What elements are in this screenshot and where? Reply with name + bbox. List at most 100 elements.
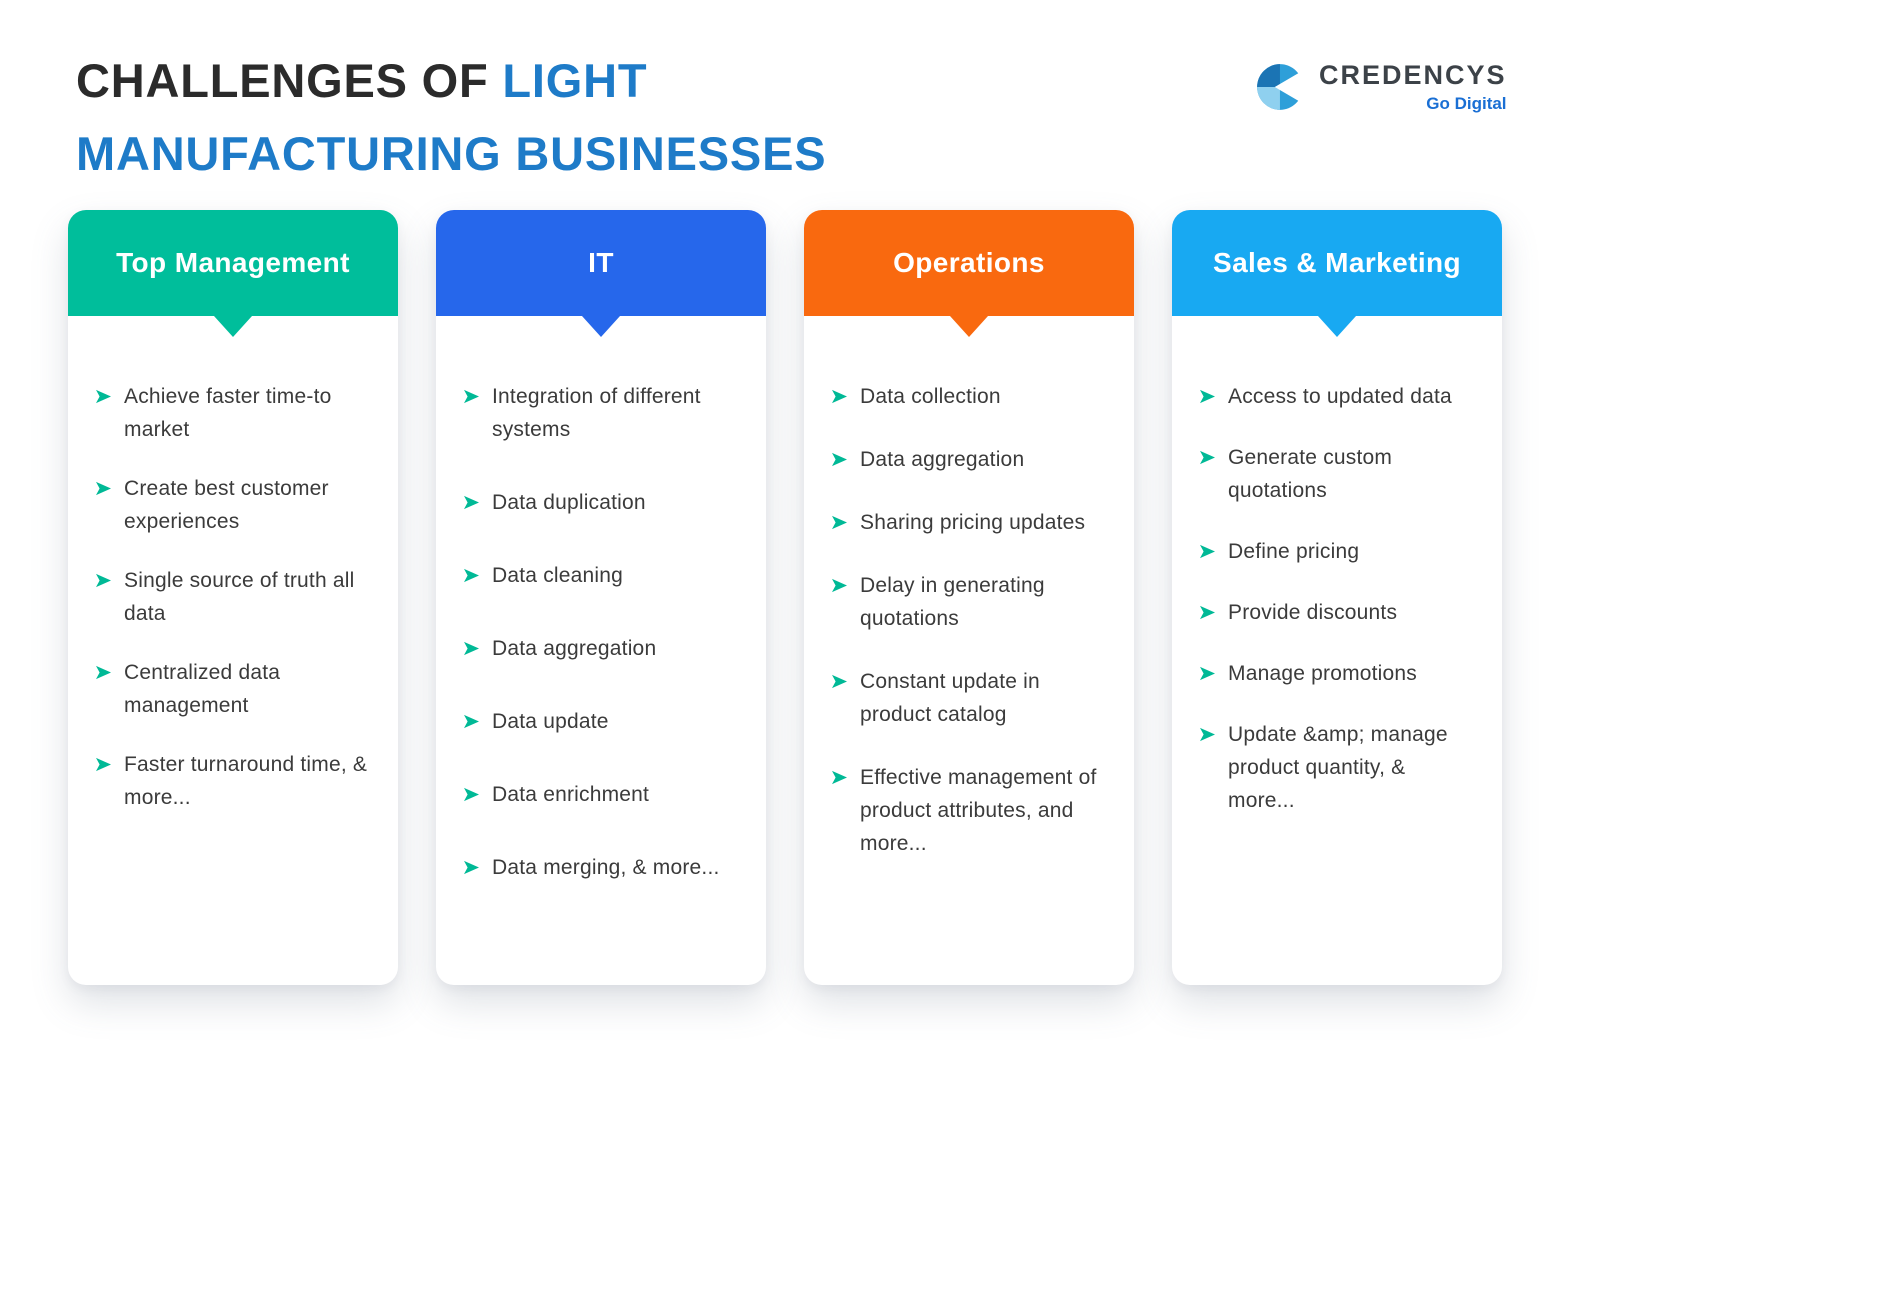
- arrow-bullet-icon: [1200, 544, 1215, 559]
- card-top-management: Top Management Achieve faster time-to ma…: [68, 210, 398, 985]
- title-line-1-accent: LIGHT: [502, 54, 648, 107]
- challenge-item: Effective management of product attribut…: [832, 761, 1108, 860]
- challenge-text: Faster turnaround time, & more...: [124, 753, 368, 809]
- arrow-bullet-icon: [464, 495, 479, 510]
- challenge-item: Data aggregation: [464, 632, 740, 665]
- challenge-item: Access to updated data: [1200, 380, 1476, 413]
- card-header-sales-marketing: Sales & Marketing: [1172, 210, 1502, 316]
- challenge-text: Centralized data management: [124, 661, 281, 717]
- challenge-text: Achieve faster time-to market: [124, 385, 332, 441]
- challenge-item: Constant update in product catalog: [832, 665, 1108, 731]
- card-title: Operations: [893, 247, 1045, 278]
- card-header-top-management: Top Management: [68, 210, 398, 316]
- challenge-text: Effective management of product attribut…: [860, 766, 1097, 855]
- arrow-bullet-icon: [832, 452, 847, 467]
- arrow-bullet-icon: [464, 860, 479, 875]
- challenge-text: Update &amp; manage product quantity, & …: [1228, 723, 1448, 812]
- challenge-text: Data aggregation: [492, 637, 657, 660]
- arrow-bullet-icon: [832, 770, 847, 785]
- arrow-bullet-icon: [1200, 450, 1215, 465]
- challenge-text: Data cleaning: [492, 564, 624, 587]
- challenge-item: Data enrichment: [464, 778, 740, 811]
- challenge-item: Create best customer experiences: [96, 472, 372, 538]
- challenge-item: Data duplication: [464, 486, 740, 519]
- arrow-bullet-icon: [464, 787, 479, 802]
- challenge-text: Delay in generating quotations: [860, 574, 1045, 630]
- card-title: Sales & Marketing: [1213, 247, 1461, 278]
- arrow-bullet-icon: [96, 481, 111, 496]
- credencys-logo-icon: [1257, 64, 1305, 110]
- arrow-bullet-icon: [1200, 666, 1215, 681]
- challenge-item: Generate custom quotations: [1200, 441, 1476, 507]
- challenge-item: Data cleaning: [464, 559, 740, 592]
- title-line-2: MANUFACTURING BUSINESSES: [76, 127, 827, 180]
- challenge-text: Create best customer experiences: [124, 477, 329, 533]
- challenge-item: Data aggregation: [832, 443, 1108, 476]
- arrow-bullet-icon: [832, 578, 847, 593]
- challenge-text: Provide discounts: [1228, 601, 1398, 624]
- challenge-item: Delay in generating quotations: [832, 569, 1108, 635]
- challenge-item: Manage promotions: [1200, 657, 1476, 690]
- challenge-columns: Top Management Achieve faster time-to ma…: [68, 210, 1502, 985]
- challenge-item: Single source of truth all data: [96, 564, 372, 630]
- challenge-text: Data update: [492, 710, 609, 733]
- challenge-item: Integration of different systems: [464, 380, 740, 446]
- arrow-bullet-icon: [96, 757, 111, 772]
- challenge-text: Data merging, & more...: [492, 856, 720, 879]
- challenge-text: Data collection: [860, 385, 1001, 408]
- arrow-bullet-icon: [832, 389, 847, 404]
- arrow-bullet-icon: [1200, 727, 1215, 742]
- title-line-1-dark: CHALLENGES OF: [76, 54, 503, 107]
- challenge-text: Generate custom quotations: [1228, 446, 1393, 502]
- challenge-item: Achieve faster time-to market: [96, 380, 372, 446]
- credencys-tagline: Go Digital: [1426, 94, 1507, 113]
- credencys-brand: CREDENCYS: [1319, 60, 1507, 90]
- challenge-text: Constant update in product catalog: [860, 670, 1040, 726]
- arrow-bullet-icon: [96, 573, 111, 588]
- arrow-bullet-icon: [96, 665, 111, 680]
- arrow-bullet-icon: [1200, 389, 1215, 404]
- card-sales-marketing: Sales & Marketing Access to updated data…: [1172, 210, 1502, 985]
- arrow-bullet-icon: [96, 389, 111, 404]
- arrow-bullet-icon: [464, 641, 479, 656]
- challenge-text: Single source of truth all data: [124, 569, 355, 625]
- arrow-bullet-icon: [464, 389, 479, 404]
- challenge-item: Data update: [464, 705, 740, 738]
- arrow-bullet-icon: [464, 714, 479, 729]
- card-header-it: IT: [436, 210, 766, 316]
- challenge-item: Faster turnaround time, & more...: [96, 748, 372, 814]
- challenge-item: Data merging, & more...: [464, 851, 740, 884]
- card-title: Top Management: [116, 247, 350, 278]
- challenge-text: Data enrichment: [492, 783, 650, 806]
- card-header-operations: Operations: [804, 210, 1134, 316]
- challenge-text: Manage promotions: [1228, 662, 1418, 685]
- credencys-logo: CREDENCYS Go Digital: [1256, 60, 1507, 114]
- challenge-text: Data aggregation: [860, 448, 1025, 471]
- challenge-item: Provide discounts: [1200, 596, 1476, 629]
- challenge-item: Update &amp; manage product quantity, & …: [1200, 718, 1476, 817]
- challenge-item: Sharing pricing updates: [832, 506, 1108, 539]
- challenge-text: Sharing pricing updates: [860, 511, 1086, 534]
- title-line-1: CHALLENGES OF LIGHT: [76, 44, 826, 117]
- challenge-item: Centralized data management: [96, 656, 372, 722]
- challenge-text: Data duplication: [492, 491, 646, 514]
- challenge-text: Access to updated data: [1228, 385, 1452, 408]
- challenge-item: Data collection: [832, 380, 1108, 413]
- challenge-text: Integration of different systems: [492, 385, 701, 441]
- page-title: CHALLENGES OF LIGHT MANUFACTURING BUSINE…: [76, 44, 826, 190]
- card-title: IT: [588, 247, 614, 278]
- credencys-logo-text: CREDENCYS Go Digital: [1319, 60, 1507, 114]
- arrow-bullet-icon: [832, 674, 847, 689]
- arrow-bullet-icon: [832, 515, 847, 530]
- arrow-bullet-icon: [1200, 605, 1215, 620]
